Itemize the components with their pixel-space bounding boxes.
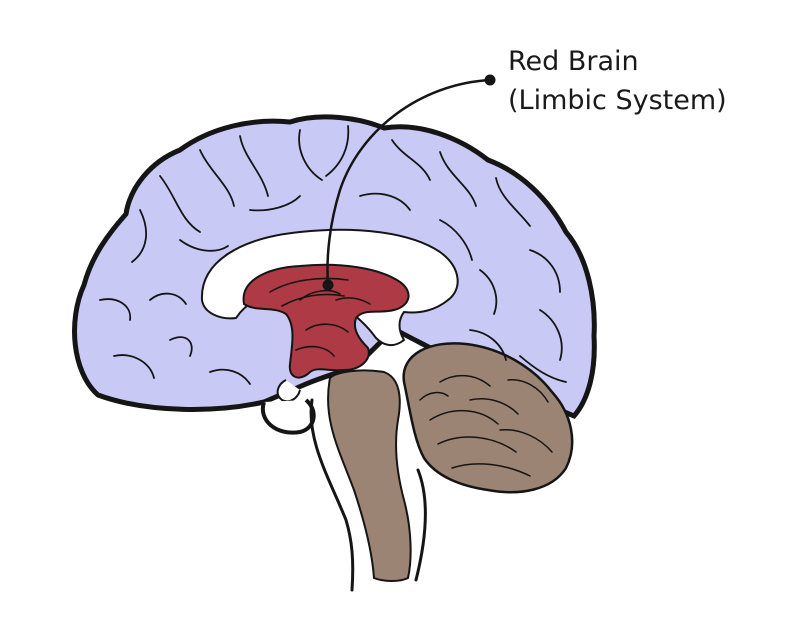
limbic-label-title: Red Brain (508, 46, 639, 77)
pituitary (276, 379, 301, 403)
temporal-lobe (260, 398, 316, 435)
limbic-detail-lines (269, 277, 371, 357)
cerebrum-gyri-lines (99, 125, 567, 385)
limbic-label-subtitle: (Limbic System) (508, 85, 727, 116)
leader-start-dot (484, 74, 496, 86)
brainstem (327, 369, 412, 582)
spinal-cord-outline (309, 398, 427, 592)
cerebellum-detail-lines (419, 374, 553, 477)
limbic-label: Red Brain (Limbic System) (508, 42, 727, 120)
label-leader-line (326, 78, 491, 285)
limbic-system (242, 263, 410, 379)
leader-end-dot (322, 279, 334, 291)
